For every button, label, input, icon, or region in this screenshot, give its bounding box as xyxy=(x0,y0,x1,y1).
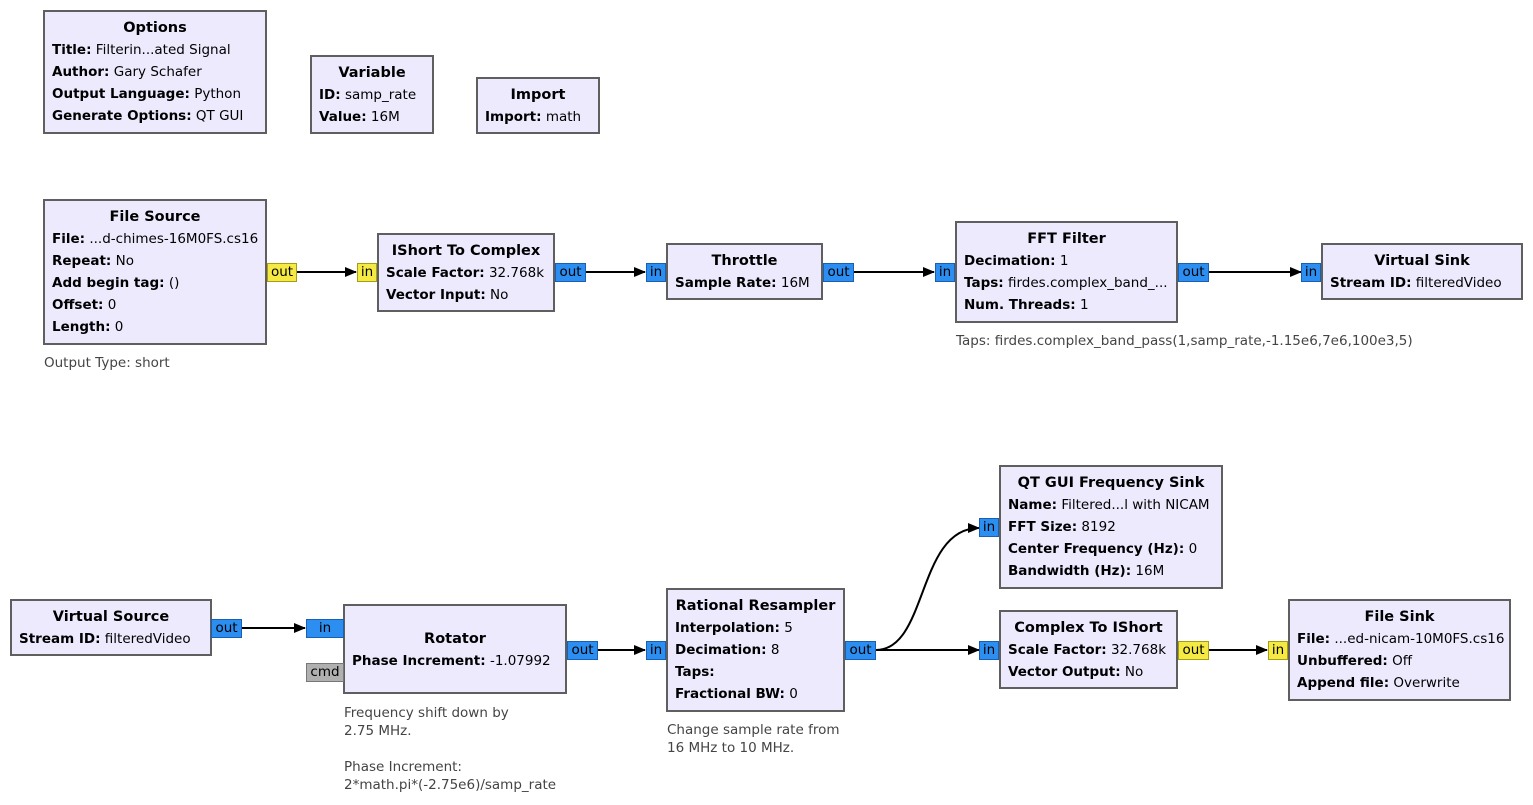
fft-filter-out-port[interactable]: out xyxy=(1178,263,1209,282)
file-sink-in-port[interactable]: in xyxy=(1268,641,1288,660)
block-title: QT GUI Frequency Sink xyxy=(1017,475,1205,491)
variable-block[interactable]: Variable ID: samp_rate Value: 16M xyxy=(310,55,434,134)
rotator-cmd-port[interactable]: cmd xyxy=(306,663,344,682)
virtual-sink-in-port[interactable]: in xyxy=(1301,263,1321,282)
param-row: Add begin tag: () xyxy=(52,275,180,291)
param-row: Title: Filterin...ated Signal xyxy=(52,42,231,58)
param-row: Scale Factor: 32.768k xyxy=(386,265,545,281)
param-row: Generate Options: QT GUI xyxy=(52,108,244,124)
throttle-block[interactable]: Throttle Sample Rate: 16M xyxy=(666,243,823,300)
rotator-comment: Frequency shift down by 2.75 MHz. Phase … xyxy=(344,705,557,793)
file-source-out-port[interactable]: out xyxy=(267,263,297,282)
param-row: Bandwidth (Hz): 16M xyxy=(1008,563,1165,579)
qt-gui-frequency-sink-block[interactable]: QT GUI Frequency Sink Name: Filtered...l… xyxy=(999,465,1223,589)
param-row: Phase Increment: -1.07992 xyxy=(352,653,551,669)
rotator-block[interactable]: Rotator Phase Increment: -1.07992 xyxy=(343,604,567,694)
rational-resampler-comment: Change sample rate from 16 MHz to 10 MHz… xyxy=(667,722,840,756)
block-title: Throttle xyxy=(711,253,778,269)
block-title: Virtual Source xyxy=(52,609,170,625)
options-block[interactable]: Options Title: Filterin...ated Signal Au… xyxy=(43,10,267,134)
param-row: Unbuffered: Off xyxy=(1297,653,1413,669)
ishort-to-complex-in-port[interactable]: in xyxy=(357,263,377,282)
param-row: ID: samp_rate xyxy=(319,87,417,103)
virtual-sink-block[interactable]: Virtual Sink Stream ID: filteredVideo xyxy=(1321,243,1523,300)
param-row: Decimation: 8 xyxy=(675,642,780,658)
param-row: Fractional BW: 0 xyxy=(675,686,798,702)
block-title: File Sink xyxy=(1364,609,1435,625)
param-row: Import: math xyxy=(485,109,582,125)
param-row: Output Language: Python xyxy=(52,86,241,102)
fft-filter-block[interactable]: FFT Filter Decimation: 1 Taps: firdes.co… xyxy=(955,221,1178,323)
rational-resampler-out-port[interactable]: out xyxy=(845,641,876,660)
param-row: Stream ID: filteredVideo xyxy=(1330,275,1502,291)
param-row: File: ...ed-nicam-10M0FS.cs16 xyxy=(1297,631,1505,647)
block-title: Complex To IShort xyxy=(1014,620,1163,636)
block-title: Import xyxy=(510,87,566,103)
virtual-source-block[interactable]: Virtual Source Stream ID: filteredVideo xyxy=(10,599,212,656)
param-row: Center Frequency (Hz): 0 xyxy=(1008,541,1198,557)
block-title: Rational Resampler xyxy=(675,598,836,614)
param-row: Name: Filtered...l with NICAM xyxy=(1008,497,1210,513)
param-row: Scale Factor: 32.768k xyxy=(1008,642,1167,658)
param-row: Interpolation: 5 xyxy=(675,620,793,636)
param-row: Sample Rate: 16M xyxy=(675,275,810,291)
complex-to-ishort-block[interactable]: Complex To IShort Scale Factor: 32.768k … xyxy=(999,610,1178,689)
qt-gui-frequency-sink-in-port[interactable]: in xyxy=(979,518,999,537)
ishort-to-complex-block[interactable]: IShort To Complex Scale Factor: 32.768k … xyxy=(377,233,555,312)
block-title: IShort To Complex xyxy=(391,243,541,259)
wire-resampler-to-qt-freq-sink[interactable] xyxy=(875,523,980,651)
complex-to-ishort-in-port[interactable]: in xyxy=(979,641,999,660)
param-row: Num. Threads: 1 xyxy=(964,297,1089,313)
rotator-in-port[interactable]: in xyxy=(306,619,344,638)
ishort-to-complex-out-port[interactable]: out xyxy=(555,263,586,282)
fft-filter-comment: Taps: firdes.complex_band_pass(1,samp_ra… xyxy=(956,333,1413,349)
param-row: Vector Output: No xyxy=(1008,664,1144,680)
param-row: Repeat: No xyxy=(52,253,134,269)
import-block[interactable]: Import Import: math xyxy=(476,77,600,134)
block-title: Virtual Sink xyxy=(1374,253,1470,269)
param-row: FFT Size: 8192 xyxy=(1008,519,1116,535)
fft-filter-in-port[interactable]: in xyxy=(935,263,955,282)
throttle-out-port[interactable]: out xyxy=(823,263,854,282)
file-source-block[interactable]: File Source File: ...d-chimes-16M0FS.cs1… xyxy=(43,199,267,345)
param-row: File: ...d-chimes-16M0FS.cs16 xyxy=(52,231,259,247)
virtual-source-out-port[interactable]: out xyxy=(211,619,242,638)
complex-to-ishort-out-port[interactable]: out xyxy=(1178,641,1209,660)
file-source-comment: Output Type: short xyxy=(44,355,170,371)
param-row: Value: 16M xyxy=(319,109,400,125)
param-row: Append file: Overwrite xyxy=(1297,675,1460,691)
rational-resampler-block[interactable]: Rational Resampler Interpolation: 5 Deci… xyxy=(666,588,845,712)
param-row: Offset: 0 xyxy=(52,297,117,313)
block-title: Rotator xyxy=(424,631,486,647)
block-title: Variable xyxy=(338,65,406,81)
block-title: Options xyxy=(123,20,187,36)
block-title: FFT Filter xyxy=(1027,231,1106,247)
rotator-out-port[interactable]: out xyxy=(567,641,598,660)
param-row: Decimation: 1 xyxy=(964,253,1069,269)
param-row: Stream ID: filteredVideo xyxy=(19,631,191,647)
rational-resampler-in-port[interactable]: in xyxy=(646,641,666,660)
param-row: Vector Input: No xyxy=(386,287,509,303)
block-title: File Source xyxy=(109,209,201,225)
throttle-in-port[interactable]: in xyxy=(646,263,666,282)
file-sink-block[interactable]: File Sink File: ...ed-nicam-10M0FS.cs16 … xyxy=(1288,599,1511,701)
param-row: Author: Gary Schafer xyxy=(52,64,202,80)
param-row: Taps: firdes.complex_band_... xyxy=(964,275,1168,291)
param-row: Length: 0 xyxy=(52,319,124,335)
param-row: Taps: xyxy=(675,664,715,680)
